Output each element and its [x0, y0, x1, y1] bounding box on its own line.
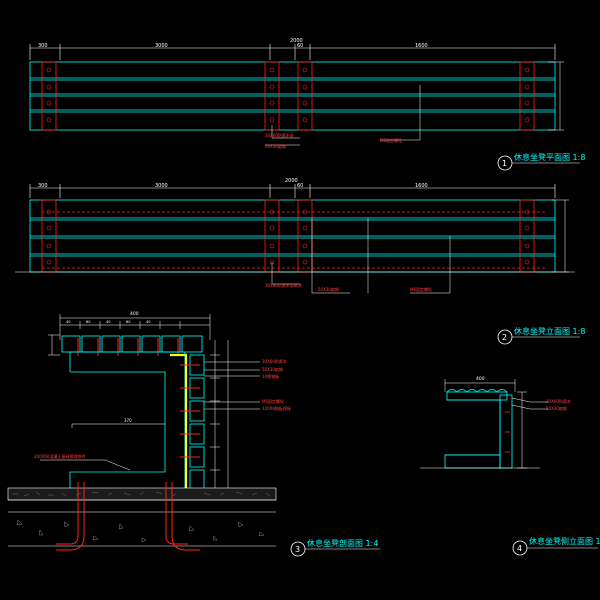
elev-dimension-line — [29, 184, 556, 198]
side-top-dim: 400 — [476, 376, 485, 382]
elev-note-1: 30X60防腐木条刷漆 — [265, 282, 302, 288]
elev-seg-dim-4: 1600 — [415, 183, 428, 189]
section-ground — [7, 487, 277, 547]
side-note-2: 50X30扁钢 — [546, 405, 567, 411]
view-2-title: 休息坐凳立面图 1:8 — [514, 326, 585, 336]
view-1-number: 1 — [502, 159, 507, 168]
section-note-2: 50X30扁钢 — [262, 366, 283, 372]
section-dim-a: 40 — [66, 320, 70, 324]
plan-seg-dim-2: 3000 — [155, 43, 168, 49]
plan-dimension-line — [29, 44, 556, 60]
section-welded-plate — [170, 353, 188, 492]
elev-seg-dim-2: 3000 — [155, 183, 168, 189]
plan-seg-dim-4: 1600 — [415, 43, 428, 49]
section-concrete-hatch — [16, 519, 265, 543]
section-note-4: M6固定螺栓 — [262, 398, 284, 404]
elev-bolts — [46, 209, 530, 265]
side-leaders — [511, 397, 548, 410]
view-3-title-block: 3 休息坐凳剖面图 1:4 — [290, 538, 380, 557]
section-note-7: 200X60混凝土基础预埋铁件 — [34, 453, 85, 459]
section-dim-e: 40 — [146, 320, 150, 324]
section-note-6: 370 — [124, 418, 132, 423]
view-3-title: 休息坐凳剖面图 1:4 — [307, 538, 378, 548]
section-anchor-bars — [56, 482, 200, 551]
elev-seg-dim-3: 60 — [297, 183, 303, 189]
elev-hidden-lines — [42, 211, 545, 269]
section-dim-d: 60 — [126, 320, 130, 324]
section-left-dim — [48, 334, 60, 356]
elev-overall-dim: 2000 — [285, 178, 298, 184]
plan-slats — [29, 61, 556, 131]
side-right-dims — [517, 391, 527, 469]
side-dimension-line — [444, 379, 516, 392]
section-note-5: 120X8钢板焊接 — [262, 405, 291, 411]
view-2-elevation: 2000 300 3000 60 1600 — [15, 178, 585, 345]
section-dim-b: 60 — [86, 320, 90, 324]
plan-note-2: 50X30扁钢 — [265, 143, 286, 149]
elev-right-dims — [552, 199, 569, 273]
view-1-plan: 2000 300 3000 60 1600 — [29, 38, 585, 171]
view-3-number: 3 — [295, 545, 300, 554]
view-4-title-block: 4 休息坐凳侧立面图 1:8 — [512, 536, 600, 556]
view-4-side-elevation: 400 30X60防腐木 50X30扁钢 4 休 — [420, 376, 600, 556]
section-note-1: 30X60防腐木 — [262, 358, 287, 364]
elev-note-2: 50X30扁钢 — [318, 286, 339, 292]
section-top-dim: 400 — [130, 311, 139, 317]
elev-slats — [29, 199, 556, 273]
section-right-dims — [210, 340, 229, 491]
plan-right-dims — [548, 61, 564, 131]
view-1-title-block: 1 休息坐凳平面图 1:8 — [497, 152, 585, 171]
elev-note-3: M6固定螺栓 — [410, 286, 432, 292]
plan-overall-dim: 2000 — [290, 38, 303, 44]
side-frame — [444, 389, 513, 469]
view-2-number: 2 — [502, 333, 507, 342]
section-note-3: 10厚钢板 — [262, 373, 279, 379]
section-dimension-line — [59, 314, 211, 340]
plan-seg-dim-1: 300 — [38, 43, 48, 49]
side-note-1: 30X60防腐木 — [546, 398, 571, 404]
section-back-bolts — [180, 364, 200, 458]
side-bolts — [505, 411, 510, 453]
view-3-section: 400 40 60 40 60 40 — [7, 311, 380, 557]
view-1-title: 休息坐凳平面图 1:8 — [514, 152, 585, 162]
view-4-title: 休息坐凳侧立面图 1:8 — [529, 536, 600, 546]
view-4-number: 4 — [517, 544, 522, 553]
section-seat-bolts — [77, 338, 179, 356]
elev-leaders — [271, 218, 451, 294]
elev-seg-dim-1: 300 — [38, 183, 48, 189]
plan-bolts — [46, 67, 530, 123]
plan-supports — [41, 61, 535, 131]
section-back-slats — [189, 354, 205, 491]
plan-note-1: 30X60防腐木条 — [265, 132, 294, 138]
section-seat-slats — [61, 335, 203, 353]
plan-leaders — [265, 85, 421, 146]
plan-seg-dim-3: 60 — [297, 43, 303, 49]
plan-note-3: M6固定螺栓 — [380, 137, 402, 143]
section-dim-c: 40 — [106, 320, 110, 324]
section-leaders — [40, 361, 260, 471]
view-2-title-block: 2 休息坐凳立面图 1:8 — [497, 326, 585, 345]
